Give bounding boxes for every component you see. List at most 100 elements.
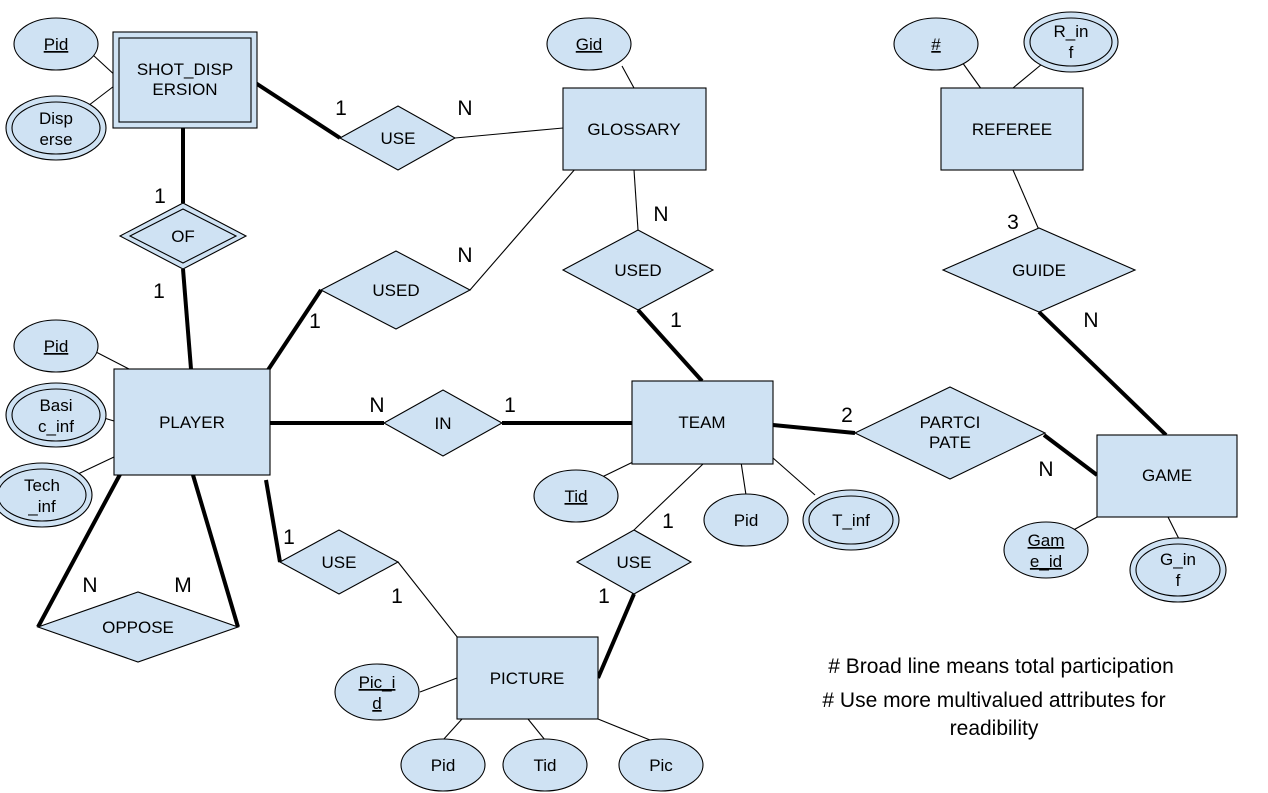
- line-referee-guide: [1012, 169, 1040, 231]
- attribute-team-tid[interactable]: Tid: [533, 469, 619, 523]
- cardinality-player-use: 1: [283, 526, 295, 549]
- line-guide-game: [1037, 310, 1168, 437]
- line-referee-id: [961, 61, 983, 91]
- attribute-basic-inf[interactable]: Basi c_inf: [5, 382, 107, 448]
- attribute-gid-label: Gid: [576, 35, 602, 54]
- cardinality-oppose-n: N: [82, 574, 97, 597]
- relationship-of[interactable]: OF: [118, 202, 248, 270]
- attribute-player-pid[interactable]: Pid: [13, 319, 99, 373]
- relationship-used-player-glossary[interactable]: USED: [319, 250, 472, 330]
- line-team-partcipate: [772, 423, 856, 435]
- entity-game[interactable]: GAME: [1096, 434, 1238, 518]
- attribute-shot-disperse-label-1: Disp: [39, 109, 73, 128]
- entity-shot-dispersion[interactable]: SHOT_DISP ERSION: [112, 31, 258, 129]
- line-picture-pid: [442, 718, 463, 741]
- line-team-tinf: [772, 457, 816, 496]
- entity-referee-label: REFEREE: [972, 120, 1052, 139]
- attribute-shot-pid-label: Pid: [44, 35, 69, 54]
- cardinality-team-in: 1: [504, 394, 516, 417]
- line-use2-picture: [596, 593, 636, 679]
- entity-glossary[interactable]: GLOSSARY: [562, 87, 707, 171]
- entity-picture-label: PICTURE: [490, 669, 565, 688]
- entity-game-label: GAME: [1142, 466, 1192, 485]
- relationship-used-glossary-team[interactable]: USED: [561, 229, 715, 311]
- cardinality-player-of: 1: [153, 280, 165, 303]
- line-player-use: [264, 479, 282, 563]
- relationship-use-shot-glossary-label: USE: [381, 129, 416, 148]
- relationship-partcipate[interactable]: PARTCI PATE: [853, 386, 1047, 480]
- attribute-tech-inf-label-2: _inf: [27, 497, 56, 516]
- attribute-referee-inf-label-1: R_in: [1054, 22, 1089, 41]
- line-pic-id: [419, 677, 458, 693]
- attribute-basic-inf-label-2: c_inf: [38, 417, 74, 436]
- cardinality-oppose-m: M: [174, 574, 192, 597]
- line-glossary-used2: [633, 169, 639, 231]
- entity-glossary-label: GLOSSARY: [587, 120, 680, 139]
- cardinality-player-used: 1: [309, 310, 321, 333]
- cardinality-picture-use2: 1: [598, 585, 610, 608]
- attribute-team-pid[interactable]: Pid: [703, 493, 789, 547]
- attribute-t-inf[interactable]: T_inf: [802, 489, 900, 551]
- relationship-oppose[interactable]: OPPOSE: [36, 591, 240, 663]
- relationship-of-label: OF: [171, 227, 195, 246]
- entity-team[interactable]: TEAM: [631, 380, 774, 465]
- line-use-glossary: [454, 127, 564, 139]
- relationship-use-team-picture[interactable]: USE: [575, 529, 693, 595]
- attribute-picture-pid[interactable]: Pid: [400, 738, 486, 792]
- cardinality-glossary-used: N: [457, 244, 472, 267]
- cardinality-referee-guide: 3: [1007, 211, 1019, 234]
- cardinality-game-partcipate: N: [1038, 458, 1053, 481]
- cardinality-shot-of: 1: [154, 185, 166, 208]
- attribute-picture-pid-label: Pid: [431, 756, 456, 775]
- relationship-use-player-picture-label: USE: [322, 553, 357, 572]
- attribute-g-inf[interactable]: G_in f: [1129, 537, 1227, 603]
- attribute-referee-id[interactable]: #: [893, 17, 979, 71]
- line-use-picture: [397, 561, 459, 639]
- relationship-use-shot-glossary[interactable]: USE: [338, 105, 457, 171]
- note-multivalued: # Use more multivalued attributes for: [822, 689, 1165, 712]
- attribute-game-id-label-1: Gam: [1028, 531, 1065, 550]
- attribute-referee-inf[interactable]: R_in f: [1023, 11, 1119, 73]
- note-readability: readibility: [950, 717, 1039, 740]
- cardinality-picture-use: 1: [391, 585, 403, 608]
- line-of-player: [181, 268, 193, 370]
- attribute-tech-inf-label-1: Tech: [24, 476, 60, 495]
- attribute-g-inf-label-2: f: [1176, 571, 1181, 590]
- entity-player[interactable]: PLAYER: [113, 368, 271, 476]
- relationship-guide[interactable]: GUIDE: [941, 227, 1137, 313]
- note-broad-line: # Broad line means total participation: [828, 655, 1174, 678]
- line-game-inf: [1167, 516, 1181, 542]
- entity-picture[interactable]: PICTURE: [456, 636, 599, 720]
- entity-referee[interactable]: REFEREE: [940, 87, 1084, 171]
- attribute-pic-label: Pic: [649, 756, 673, 775]
- entity-shot-dispersion-label-2: ERSION: [152, 80, 217, 99]
- attribute-shot-disperse-label-2: erse: [39, 130, 72, 149]
- attribute-referee-inf-label-2: f: [1069, 43, 1074, 62]
- line-player-oppose-n: [36, 466, 126, 628]
- attribute-gid[interactable]: Gid: [546, 17, 632, 71]
- attribute-shot-pid[interactable]: Pid: [13, 17, 99, 71]
- attribute-pic[interactable]: Pic: [618, 738, 704, 792]
- line-referee-inf: [1012, 63, 1043, 89]
- attribute-tech-inf[interactable]: Tech _inf: [0, 462, 93, 528]
- relationship-in[interactable]: IN: [382, 389, 504, 457]
- notes: # Broad line means total participation #…: [822, 655, 1173, 740]
- attribute-game-id[interactable]: Gam e_id: [1003, 521, 1089, 579]
- line-used-player: [266, 288, 323, 372]
- cardinality-team-used: 1: [670, 309, 682, 332]
- line-team-use: [633, 463, 704, 531]
- line-glossary-used: [469, 167, 577, 291]
- relationship-oppose-label: OPPOSE: [102, 618, 174, 637]
- line-picture-pic: [597, 718, 651, 741]
- attribute-team-pid-label: Pid: [734, 511, 759, 530]
- attribute-basic-inf-label-1: Basi: [39, 396, 72, 415]
- attribute-pic-id-label-2: d: [372, 694, 381, 713]
- attribute-referee-id-label: #: [931, 35, 941, 54]
- cardinality-glossary-used2: N: [653, 203, 668, 226]
- attribute-pic-id[interactable]: Pic_i d: [334, 663, 420, 721]
- relationship-use-player-picture[interactable]: USE: [278, 529, 400, 595]
- line-partcipate-game: [1042, 433, 1099, 477]
- attribute-shot-disperse[interactable]: Disp erse: [5, 95, 107, 161]
- line-picture-tid: [527, 718, 546, 741]
- attribute-picture-tid[interactable]: Tid: [502, 738, 588, 792]
